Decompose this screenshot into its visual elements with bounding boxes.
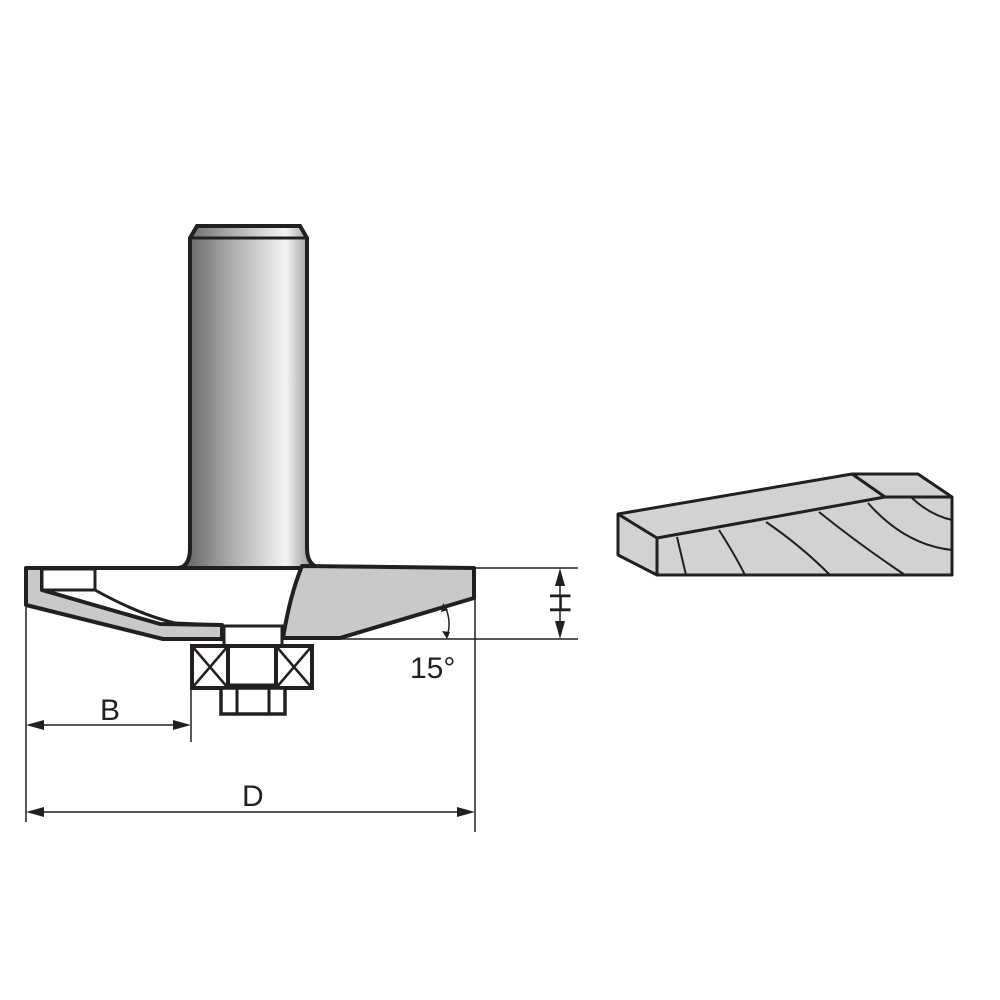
dimension-lines [25, 567, 578, 832]
angle-label: 15° [410, 652, 455, 685]
dimension-label-b: B [100, 694, 120, 727]
shank [177, 224, 323, 570]
cutter-body-right [281, 564, 476, 640]
dimension-label-h: H [543, 592, 576, 614]
bearing [190, 644, 314, 690]
cutter-profile-curve [94, 588, 223, 627]
cutter-left-slot [40, 567, 97, 592]
wood-panel-profile [616, 472, 954, 577]
spacer [222, 624, 284, 648]
bearing-screw [219, 686, 287, 716]
dimension-label-d: D [242, 780, 264, 813]
